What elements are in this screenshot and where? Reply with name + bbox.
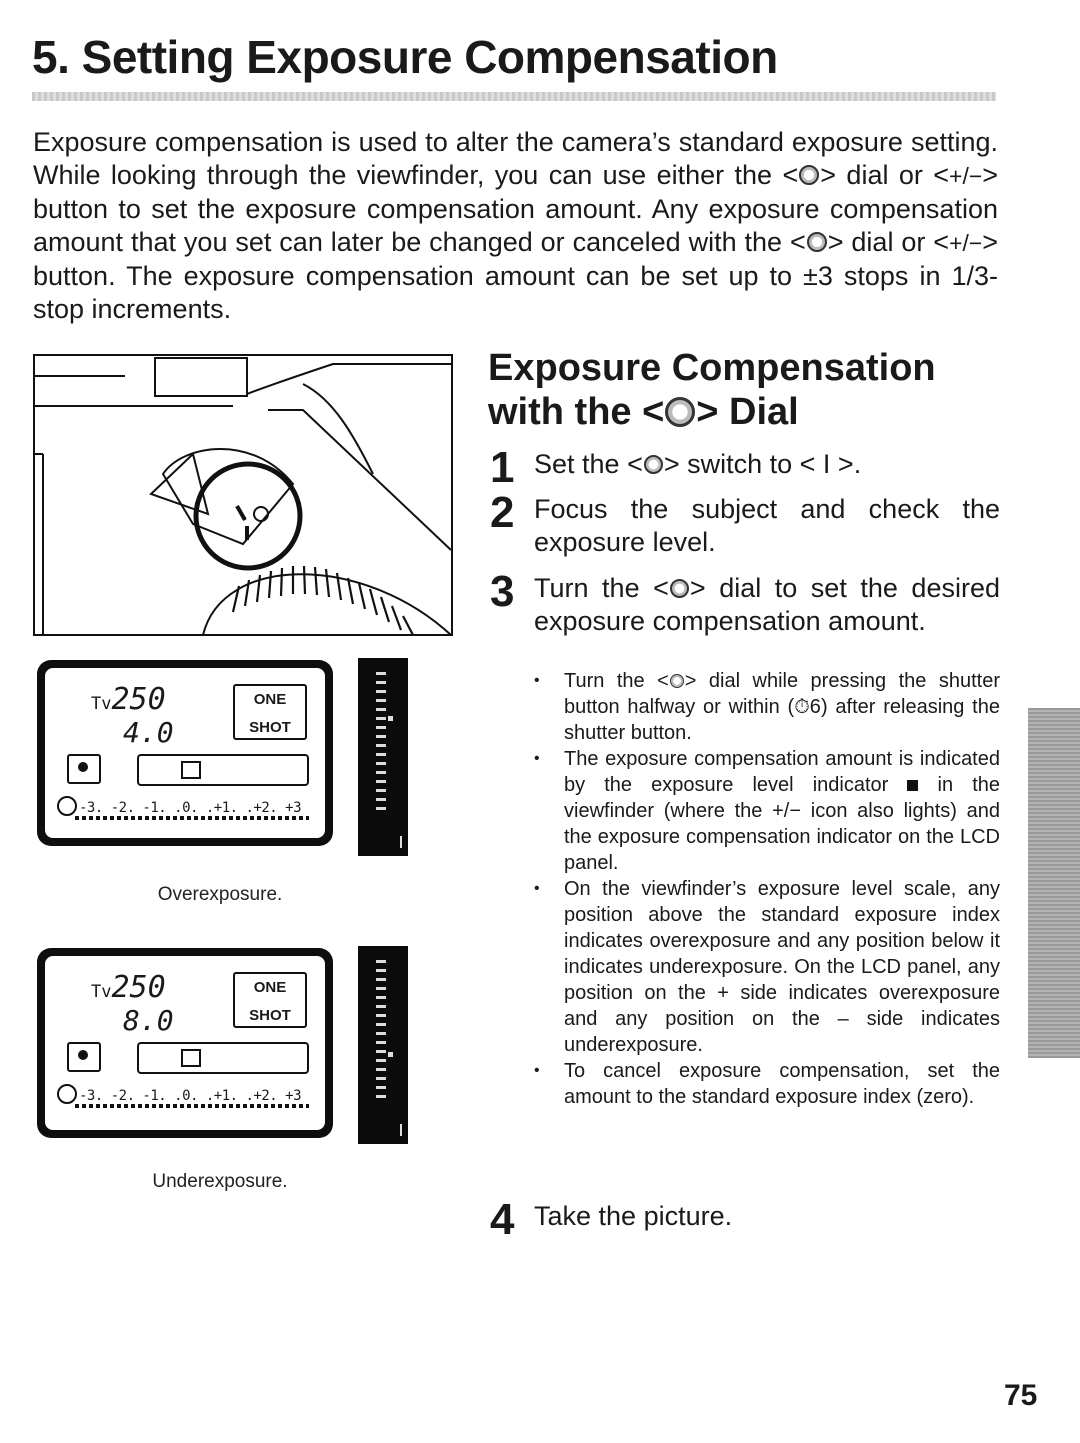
drive-mode-box [137, 1042, 309, 1074]
note-text: The exposure compensation amount is indi… [564, 748, 1000, 796]
step-text-part: > switch to < I >. [663, 449, 862, 479]
note-text: ) after releasing the shutter button. [564, 696, 1000, 744]
exposure-scale: -3. -2. -1. .0. .+1. .+2. +3 [57, 1084, 315, 1104]
exposure-level-indicator [388, 1052, 393, 1057]
step-number: 1 [490, 443, 515, 492]
step-text: Focus the subject and check the exposure… [534, 494, 1000, 557]
af-mode-indicator: ONE SHOT [233, 684, 307, 740]
intro-paragraph: Exposure compensation is used to alter t… [33, 126, 998, 326]
viewfinder-strip-underexposure [358, 946, 408, 1144]
step-text: Set the < > switch to < I >. [534, 448, 1000, 481]
shutter-value: 250 [111, 970, 166, 1005]
page-title: 5. Setting Exposure Compensation [32, 31, 778, 83]
viewfinder-exposure-scale [376, 960, 386, 1104]
metering-mode-icon [67, 1042, 101, 1072]
section-heading-text: with the < [488, 391, 665, 433]
note-item: Turn the <> dial while pressing the shut… [530, 668, 1000, 746]
page-number: 75 [1004, 1379, 1038, 1412]
timer-icon: ⏱6 [794, 696, 821, 718]
quick-control-dial-icon [799, 165, 820, 185]
intro-text: > button. The exposure compensation amou… [33, 227, 999, 324]
lcd-panel-overexposure: Tv250 4.0 ONE SHOT -3. -2. -1. .0. .+1. … [37, 660, 333, 846]
aperture-display: 4.0 [123, 716, 174, 749]
quick-control-dial-icon [643, 455, 663, 474]
exposure-level-indicator [388, 716, 393, 721]
quick-control-dial-icon [669, 579, 689, 598]
caption-underexposure: Underexposure. [152, 1171, 288, 1192]
exposure-compensation-icon: +/− [949, 230, 983, 256]
quick-control-dial-icon [806, 232, 827, 252]
note-text: > dial while pressing the shutter button… [564, 670, 1000, 718]
step-number: 4 [490, 1195, 515, 1244]
exposure-scale-dots [75, 816, 309, 820]
exposure-scale-dots [75, 1104, 309, 1108]
section-thumb-tab [1028, 708, 1080, 1058]
aperture-display: 8.0 [123, 1004, 174, 1037]
exposure-comp-ring-icon [57, 796, 77, 816]
intro-text: > dial or < [820, 160, 950, 190]
tv-label: Tv [91, 982, 112, 1002]
exposure-compensation-icon: +/− [949, 163, 983, 189]
quick-control-dial-icon [669, 674, 684, 688]
viewfinder-strip-overexposure [358, 658, 408, 856]
shutter-speed-display: Tv250 [91, 970, 166, 1005]
step-number: 3 [490, 567, 515, 616]
metering-mode-icon [67, 754, 101, 784]
step-number: 2 [490, 488, 515, 537]
note-item: To cancel exposure compensation, set the… [530, 1058, 1000, 1110]
af-mode-indicator: ONE SHOT [233, 972, 307, 1028]
exposure-compensation-icon: +/− [772, 800, 802, 822]
note-text: Turn the < [564, 670, 669, 692]
step-text: Take the picture. [534, 1201, 733, 1231]
title-rule [32, 92, 996, 101]
caption-overexposure: Overexposure. [157, 884, 283, 905]
step-3-notes: Turn the <> dial while pressing the shut… [530, 668, 1000, 1110]
exposure-scale-labels: -3. -2. -1. .0. .+1. .+2. +3 [79, 1088, 302, 1104]
section-heading-line1: Exposure Compensation [488, 347, 936, 389]
note-item: On the viewfinder’s exposure level scale… [530, 876, 1000, 1058]
tv-label: Tv [91, 694, 112, 714]
intro-text: > dial or < [827, 227, 950, 257]
lcd-panel-underexposure: Tv250 8.0 ONE SHOT -3. -2. -1. .0. .+1. … [37, 948, 333, 1138]
camera-back-illustration [33, 354, 453, 636]
intro-text: Exposure compensation is used to alter t… [33, 127, 998, 190]
shutter-speed-display: Tv250 [91, 682, 166, 717]
drive-mode-box [137, 754, 309, 786]
note-text: in the viewfinder (where the [564, 774, 1001, 822]
viewfinder-exposure-scale [376, 672, 386, 816]
viewfinder-tick [400, 836, 402, 848]
step-text: Turn the <> dial to set the desired expo… [534, 572, 1000, 638]
exposure-comp-ring-icon [57, 1084, 77, 1104]
note-text: icon also lights) and the exposure compe… [564, 800, 1000, 874]
step-text-part: Turn the < [534, 573, 669, 603]
note-item: The exposure compensation amount is indi… [530, 746, 1000, 876]
section-heading-text: > Dial [696, 391, 799, 433]
quick-control-dial-icon [665, 397, 696, 427]
viewfinder-tick [400, 1124, 402, 1136]
step-text-part: > dial to set the desired exposure compe… [534, 573, 1000, 636]
step-text-part: Set the < [534, 449, 643, 479]
exposure-level-indicator-icon [907, 780, 919, 791]
intro-text: > button to set the exposure compensatio… [33, 160, 998, 257]
exposure-scale-labels: -3. -2. -1. .0. .+1. .+2. +3 [79, 800, 302, 816]
shutter-value: 250 [111, 682, 166, 717]
exposure-scale: -3. -2. -1. .0. .+1. .+2. +3 [57, 796, 315, 816]
